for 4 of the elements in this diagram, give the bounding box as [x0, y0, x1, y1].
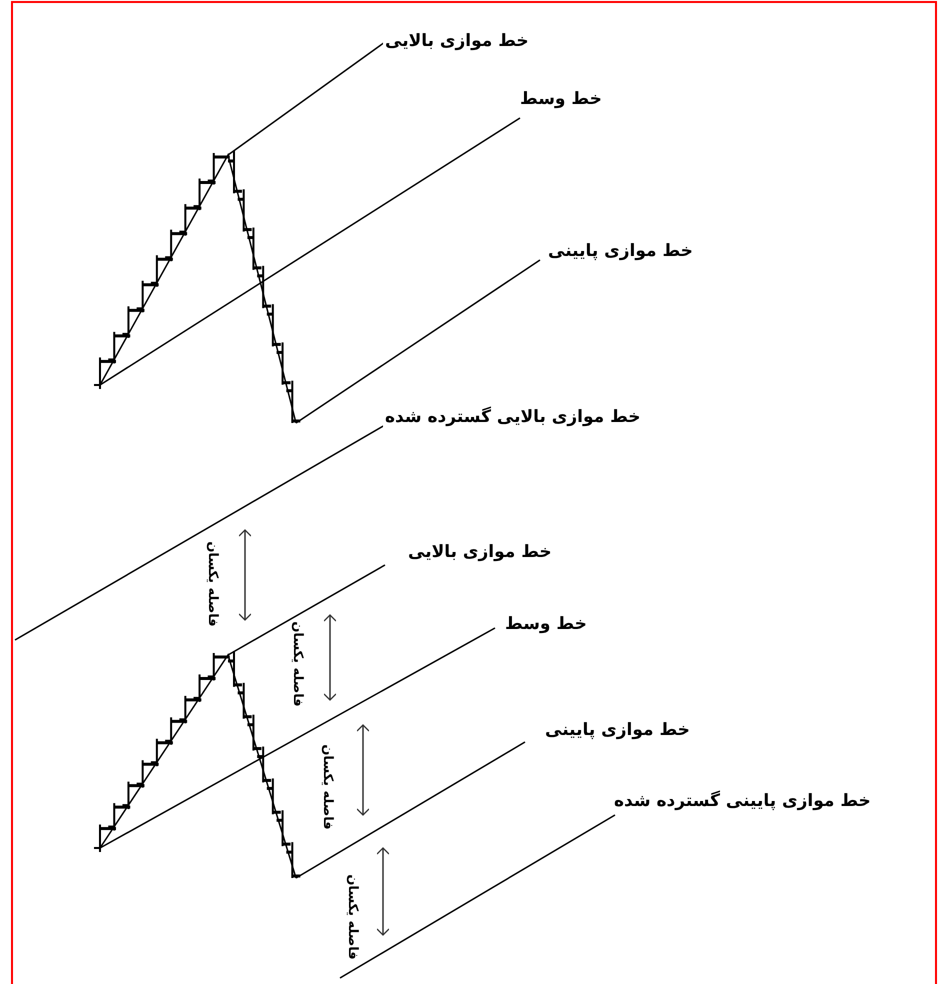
distance-label: فاصله یکسان — [319, 744, 335, 830]
distance-label: فاصله یکسان — [204, 541, 220, 627]
distance-label: فاصله یکسان — [289, 621, 305, 707]
distance-label: فاصله یکسان — [344, 874, 360, 960]
